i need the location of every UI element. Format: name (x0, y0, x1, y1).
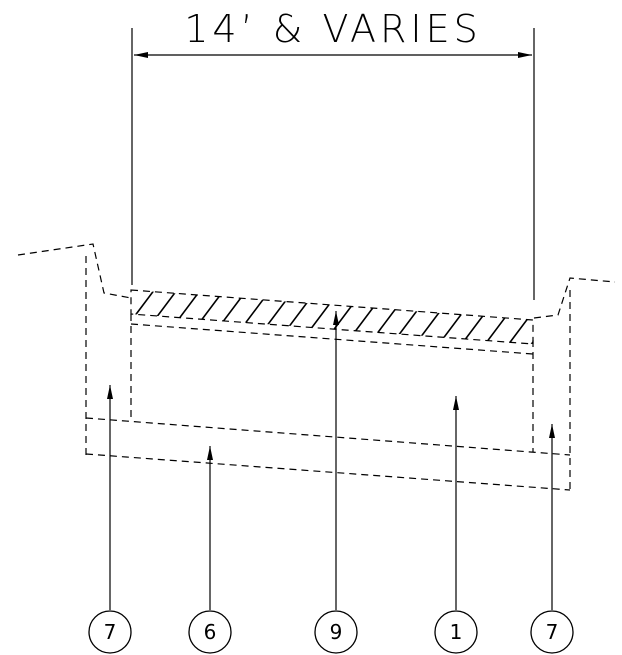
left-ground-line (17, 243, 132, 299)
callout-number: 6 (204, 620, 217, 644)
callout-circle (434, 610, 478, 654)
callout-number: 9 (330, 620, 343, 644)
callout-bubble: 7 (530, 610, 574, 654)
subbase-top-line (85, 417, 571, 456)
callout-leaders (107, 311, 555, 610)
dimension-label: 14’ & VARIES (184, 7, 482, 51)
callout-circle (88, 610, 132, 654)
left-curb-profile (17, 243, 132, 455)
callout-number: 1 (450, 620, 463, 644)
right-ground-line (533, 277, 616, 319)
dimension-annotation: 14’ & VARIES (131, 7, 535, 300)
callout-bubble: 6 (188, 610, 232, 654)
callout-number: 7 (546, 620, 559, 644)
callout-bubble: 1 (434, 610, 478, 654)
callout-number: 7 (104, 620, 117, 644)
callout-bubble: 7 (88, 610, 132, 654)
subbase-layer (85, 417, 571, 491)
base-layer (130, 314, 534, 452)
callout-circle (188, 610, 232, 654)
callout-circle (530, 610, 574, 654)
surface-course-outline (130, 289, 534, 345)
surface-course (130, 289, 534, 345)
callout-circle (314, 610, 358, 654)
callout-bubble: 9 (314, 610, 358, 654)
surface-course-hatching (131, 290, 533, 344)
right-curb-profile (533, 277, 616, 490)
subbase-bottom-line (85, 453, 571, 491)
